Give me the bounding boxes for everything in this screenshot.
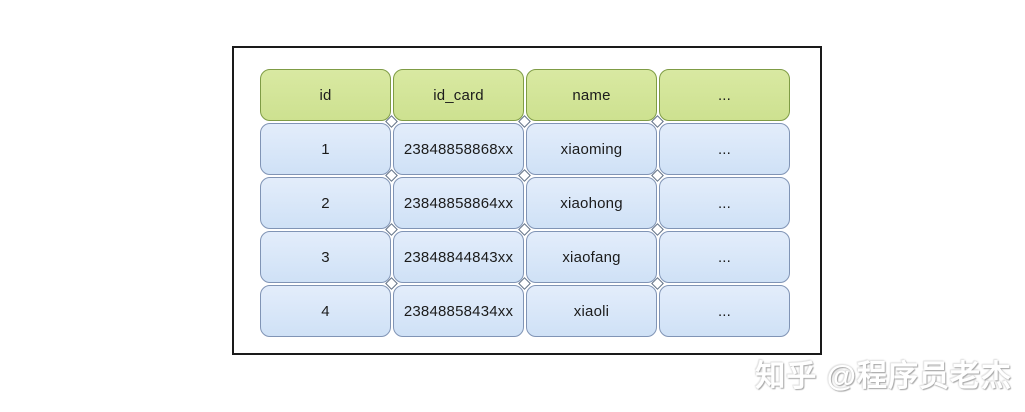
- cell-row4-id: 4: [260, 285, 391, 337]
- header-cell-name: name: [526, 69, 657, 121]
- cell-row1-more: ...: [659, 123, 790, 175]
- cell-row1-id: 1: [260, 123, 391, 175]
- cell-row2-more: ...: [659, 177, 790, 229]
- header-cell-more: ...: [659, 69, 790, 121]
- cell-row2-id: 2: [260, 177, 391, 229]
- cell-row4-name: xiaoli: [526, 285, 657, 337]
- cell-row2-name: xiaohong: [526, 177, 657, 229]
- cell-row2-id-card: 23848858864xx: [393, 177, 524, 229]
- cell-row3-more: ...: [659, 231, 790, 283]
- cell-row4-more: ...: [659, 285, 790, 337]
- diagram-frame: id id_card name ... 1 23848858868xx xiao…: [232, 46, 822, 355]
- cell-row3-id-card: 23848844843xx: [393, 231, 524, 283]
- header-cell-id: id: [260, 69, 391, 121]
- cell-row1-name: xiaoming: [526, 123, 657, 175]
- zhihu-watermark: 知乎 @程序员老杰: [755, 360, 1012, 393]
- cell-row3-name: xiaofang: [526, 231, 657, 283]
- cell-row4-id-card: 23848858434xx: [393, 285, 524, 337]
- database-table: id id_card name ... 1 23848858868xx xiao…: [260, 69, 790, 337]
- cell-row3-id: 3: [260, 231, 391, 283]
- cell-row1-id-card: 23848858868xx: [393, 123, 524, 175]
- header-cell-id-card: id_card: [393, 69, 524, 121]
